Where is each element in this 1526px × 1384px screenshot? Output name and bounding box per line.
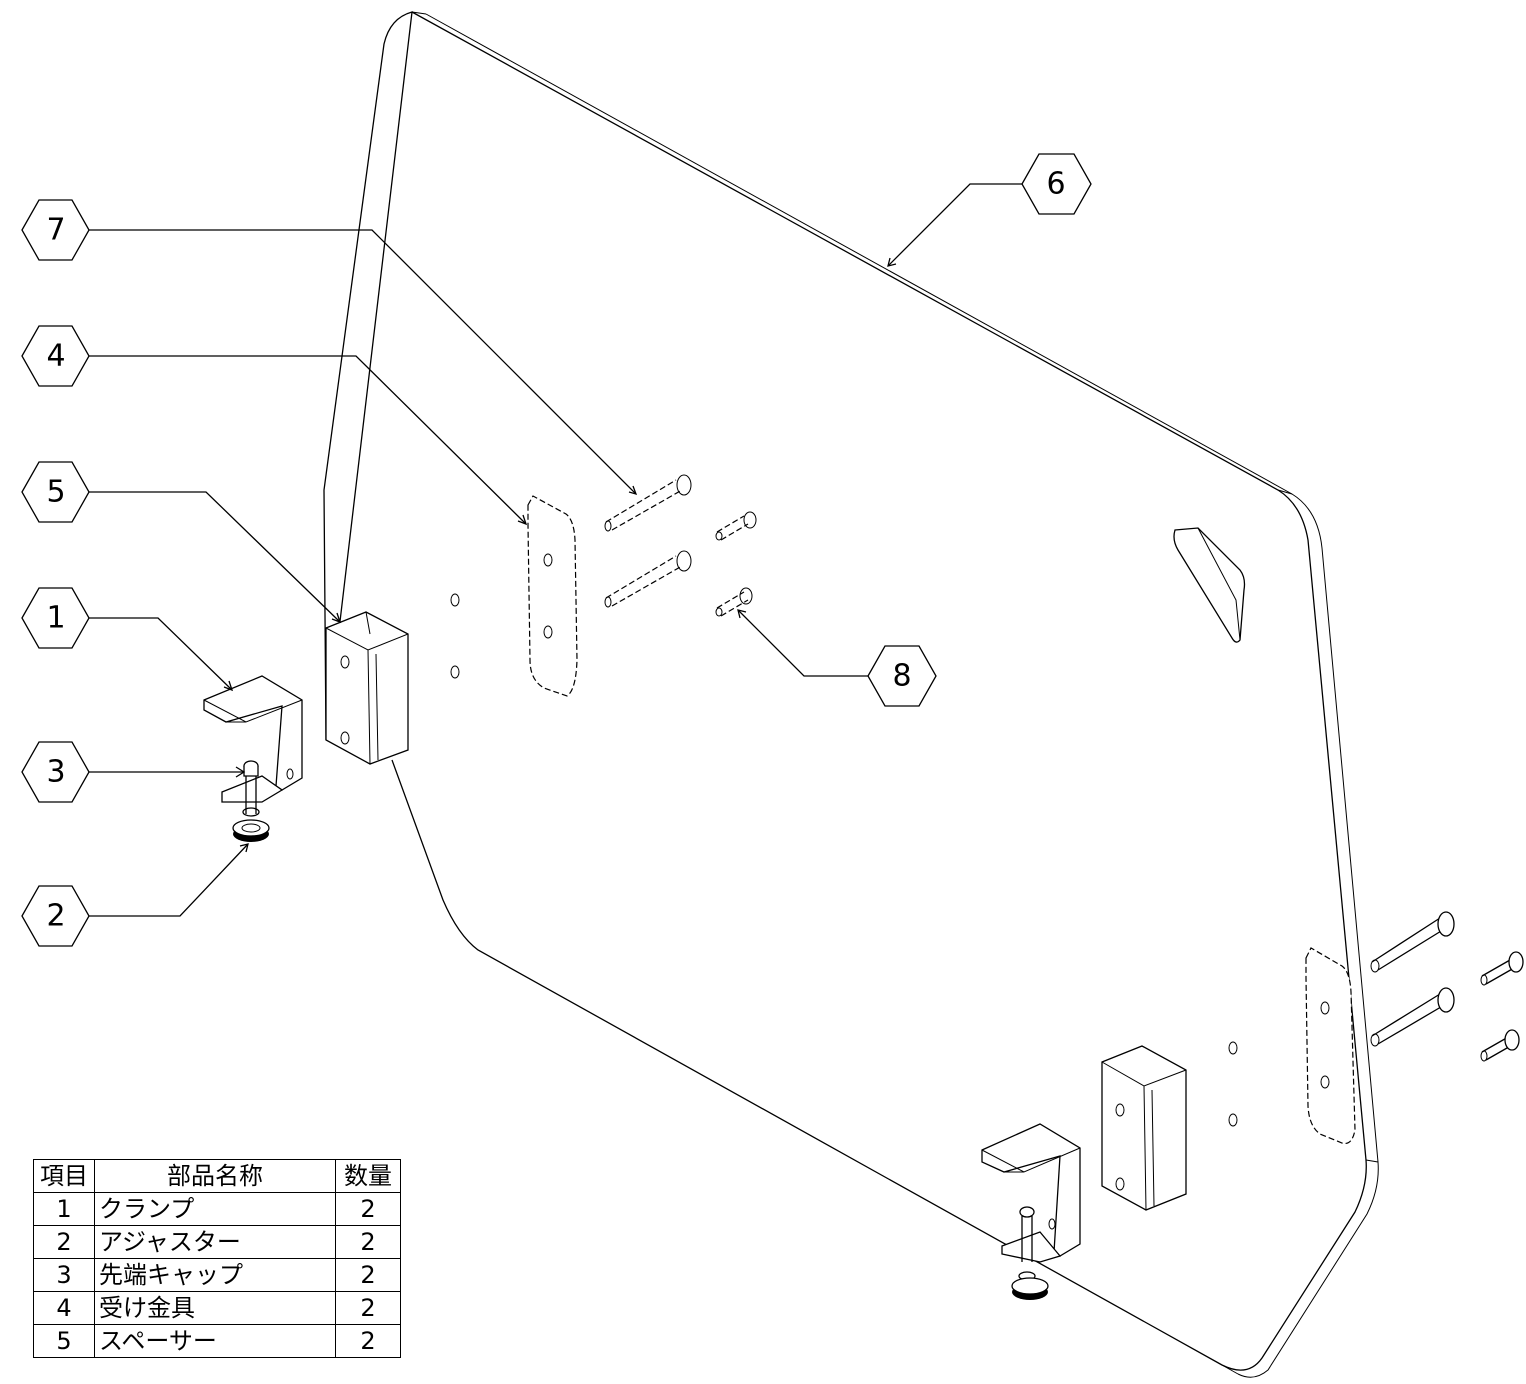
clamp-right [981, 1123, 1081, 1300]
balloon-8-label: 8 [892, 659, 911, 694]
balloon-2: 2 [21, 885, 90, 947]
item-no: 4 [33, 1291, 95, 1325]
balloon-3: 3 [21, 741, 90, 803]
balloon-8: 8 [867, 645, 937, 707]
item-no: 2 [33, 1225, 95, 1259]
quantity: 2 [335, 1192, 401, 1226]
part-name: 先端キャップ [94, 1258, 336, 1292]
part-name: アジャスター [94, 1225, 336, 1259]
balloon-1: 1 [21, 587, 90, 649]
balloon-7: 7 [21, 199, 90, 261]
screws-short-right [1480, 951, 1524, 1062]
quantity: 2 [335, 1324, 401, 1358]
table-row: 2 アジャスター 2 [33, 1225, 401, 1259]
bracket-right [1305, 947, 1356, 1145]
header-quantity: 数量 [335, 1159, 401, 1193]
item-no: 1 [33, 1192, 95, 1226]
spacer-left [325, 611, 409, 765]
quantity: 2 [335, 1291, 401, 1325]
table-row: 3 先端キャップ 2 [33, 1258, 401, 1292]
part-name: スペーサー [94, 1324, 336, 1358]
header-item-no: 項目 [33, 1159, 95, 1193]
part-name: クランプ [94, 1192, 336, 1226]
bolts-long-left [604, 474, 692, 608]
balloon-2-label: 2 [46, 899, 65, 934]
balloon-5-label: 5 [46, 475, 65, 510]
parts-list-table: 項目 部品名称 数量 1 クランプ 2 2 アジャスター 2 3 先端キャップ … [33, 1159, 401, 1358]
quantity: 2 [335, 1225, 401, 1259]
parts-table-header: 項目 部品名称 数量 [33, 1159, 401, 1193]
table-row: 4 受け金具 2 [33, 1291, 401, 1325]
balloon-7-label: 7 [46, 213, 65, 248]
balloon-3-label: 3 [46, 755, 65, 790]
part-name: 受け金具 [94, 1291, 336, 1325]
table-row: 1 クランプ 2 [33, 1192, 401, 1226]
header-part-name: 部品名称 [94, 1159, 336, 1193]
balloon-6: 6 [1021, 153, 1092, 215]
item-no: 3 [33, 1258, 95, 1292]
balloon-5: 5 [21, 461, 90, 523]
leader-lines [88, 183, 1022, 917]
item-no: 5 [33, 1324, 95, 1358]
balloon-6-label: 6 [1046, 167, 1065, 202]
screws-short-left [715, 511, 757, 617]
balloon-4: 4 [21, 325, 90, 387]
spacer-right [1101, 1045, 1187, 1211]
quantity: 2 [335, 1258, 401, 1292]
clamp-left [203, 675, 303, 842]
balloon-4-label: 4 [46, 339, 65, 374]
partition-panel [323, 11, 1379, 1378]
bolts-long-right [1370, 911, 1455, 1047]
balloon-1-label: 1 [46, 601, 65, 636]
bracket-left [527, 495, 578, 697]
table-row: 5 スペーサー 2 [33, 1324, 401, 1358]
